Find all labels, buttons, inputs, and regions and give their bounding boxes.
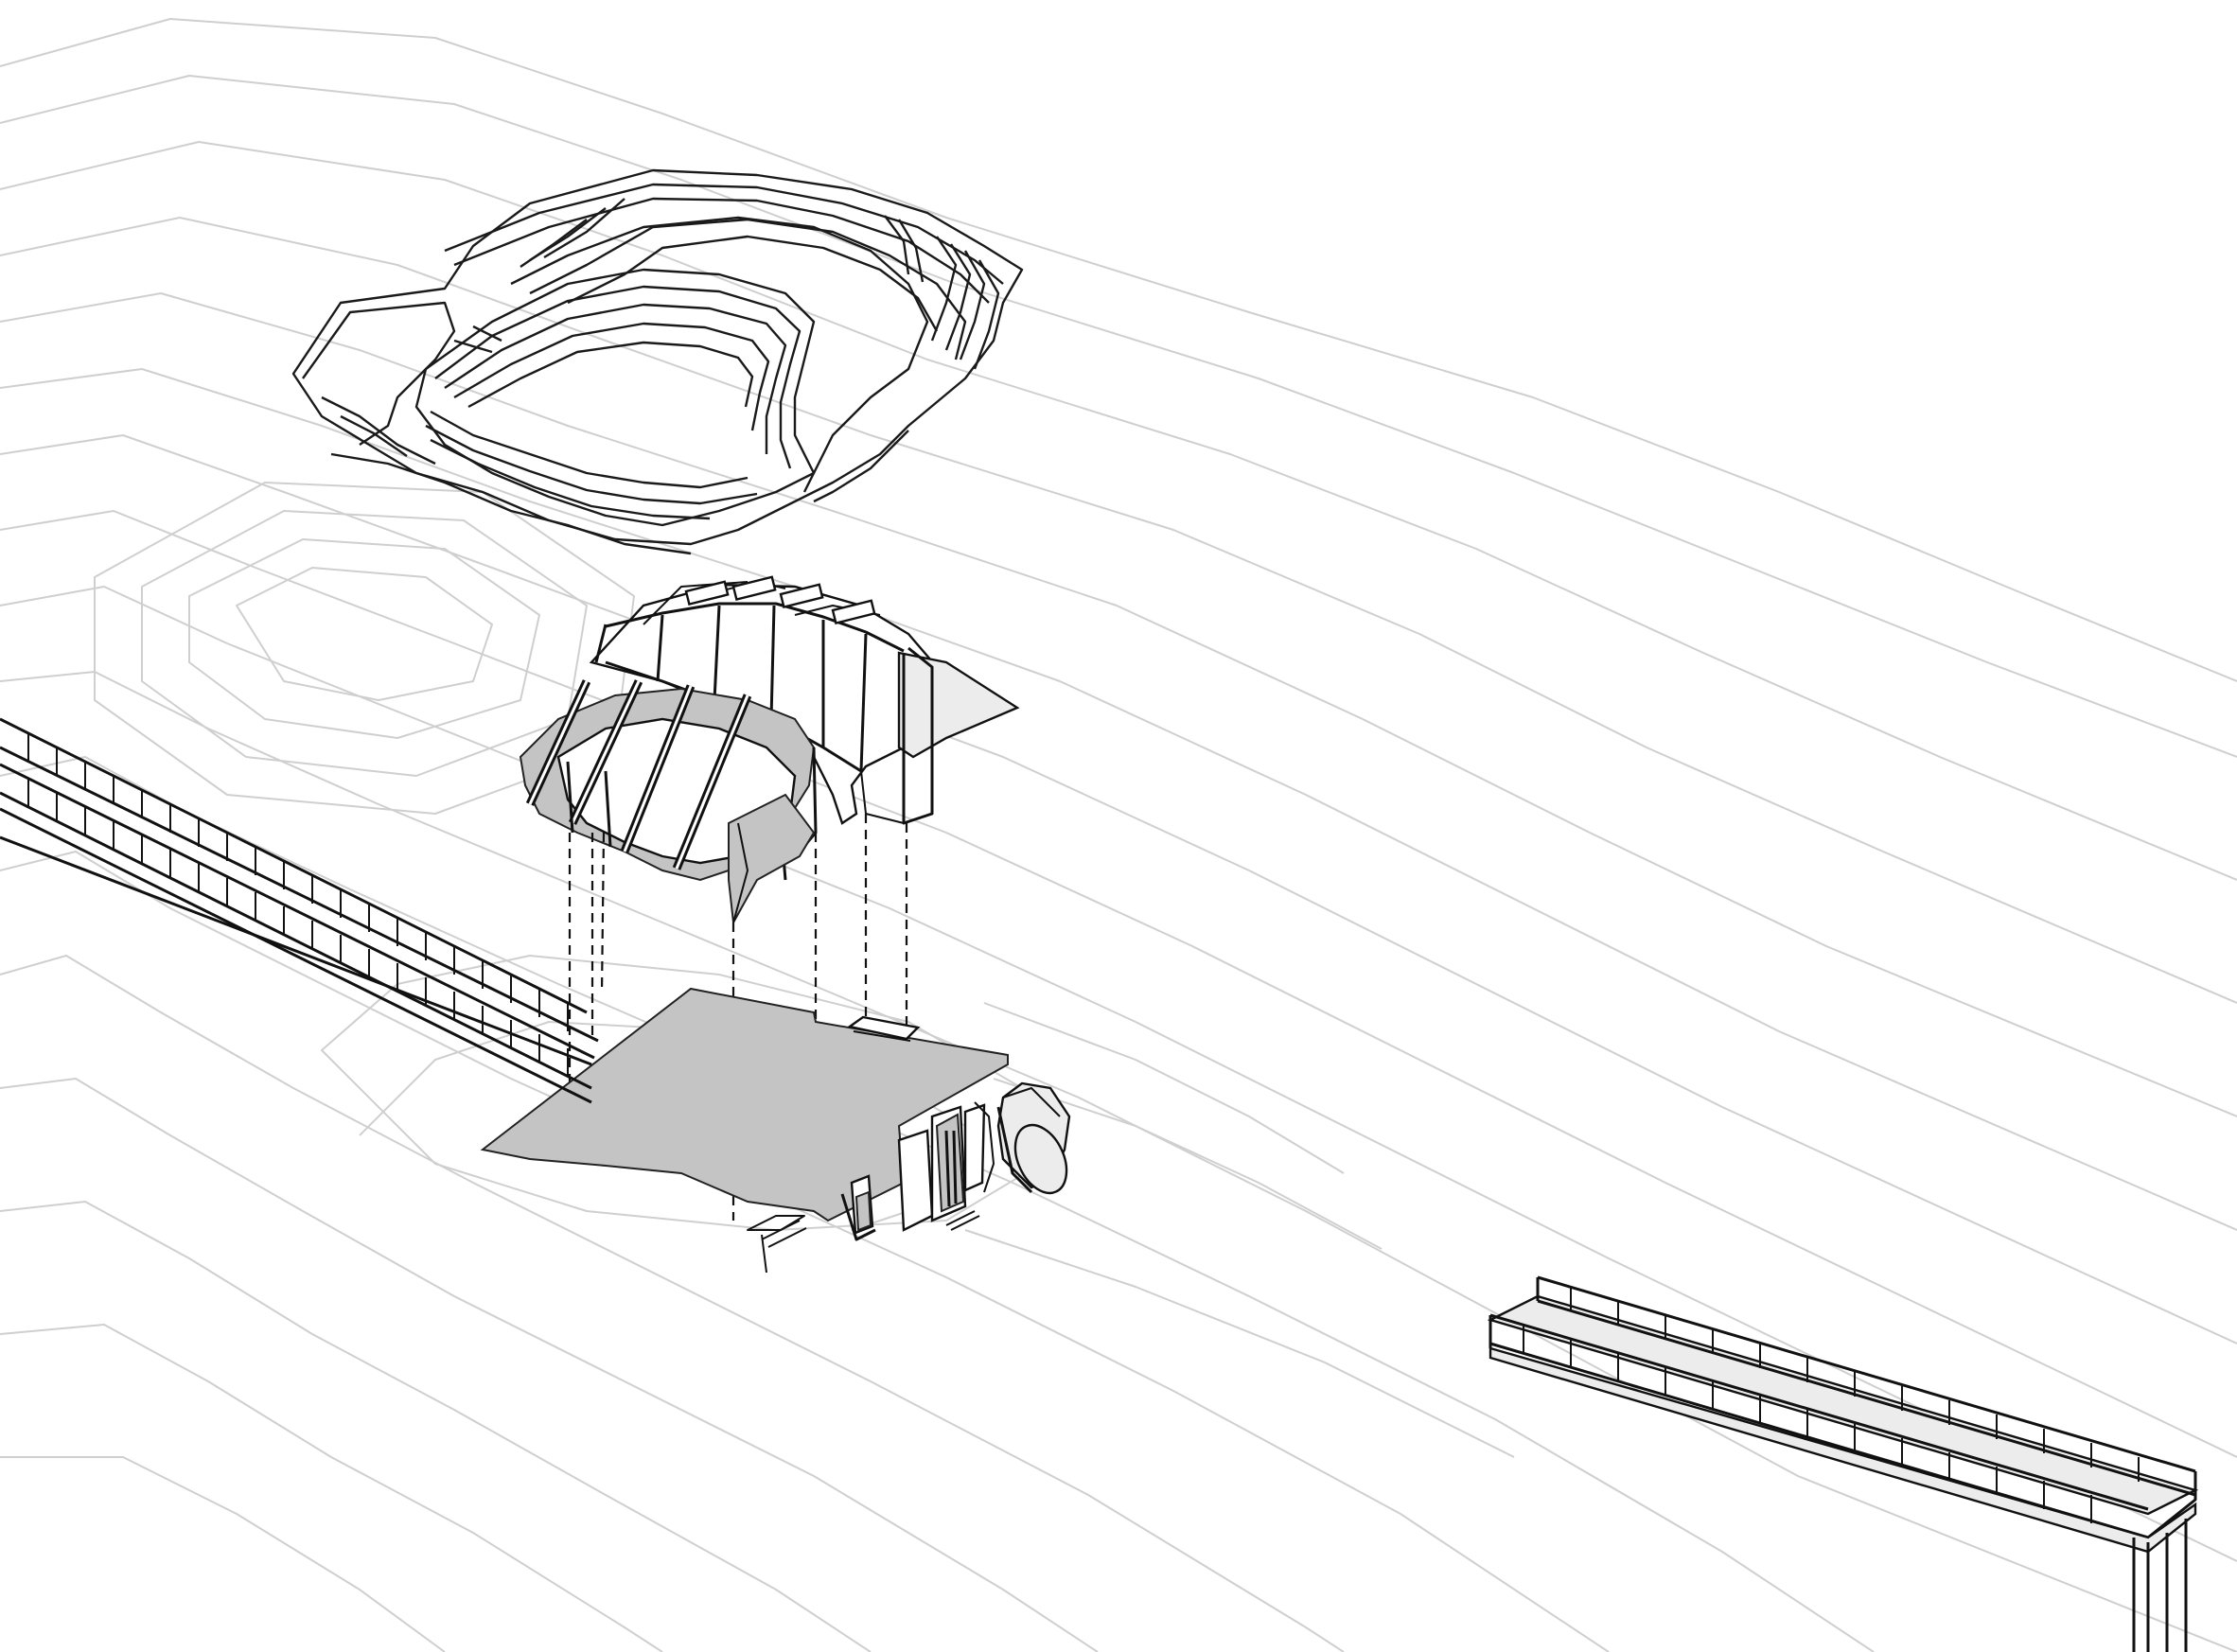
bridge-left-posts	[27, 733, 569, 1077]
terrain-mound	[291, 168, 1024, 555]
walkway-bridge-right	[1487, 1275, 2199, 1652]
bridge-right-posts	[1523, 1287, 2140, 1523]
walkway-bridge-left	[0, 717, 599, 1104]
tunnel-entrance	[747, 1081, 1071, 1274]
roof-structure	[519, 575, 1020, 926]
